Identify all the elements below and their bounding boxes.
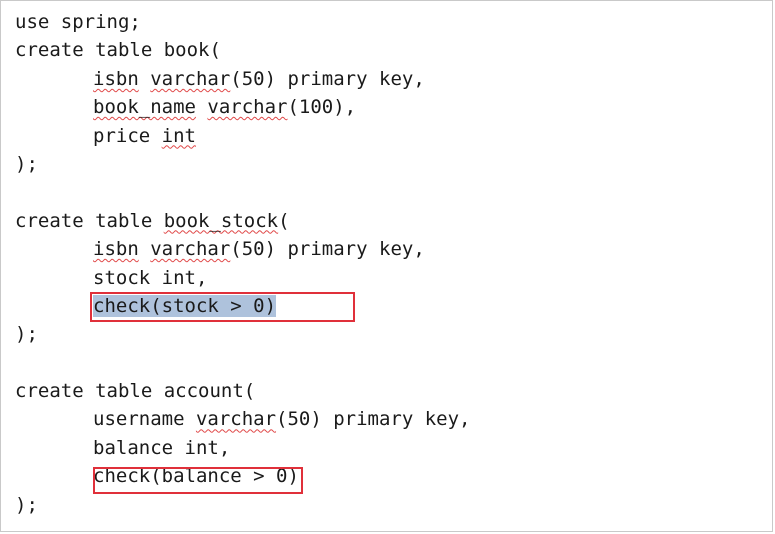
code-token: (50) primary key, xyxy=(230,238,425,261)
code-line[interactable]: create table account( xyxy=(15,377,770,405)
code-token: create table account( xyxy=(15,380,256,403)
code-line-content: isbn varchar(50) primary key, xyxy=(93,68,425,90)
code-token: stock int, xyxy=(93,266,208,289)
code-line-content: check(balance > 0) xyxy=(93,465,299,487)
code-line[interactable]: use spring; xyxy=(15,8,770,36)
code-line-content: ); xyxy=(15,153,38,175)
code-token: create table book( xyxy=(15,39,221,62)
code-line-content: use spring; xyxy=(15,11,141,33)
spellcheck-flagged-token: varchar xyxy=(150,67,231,90)
spellcheck-flagged-token: isbn xyxy=(93,67,139,90)
code-line[interactable]: balance int, xyxy=(15,434,770,462)
code-line[interactable] xyxy=(15,349,770,377)
text-selection: check(stock > 0) xyxy=(93,294,277,317)
code-line-content: create table book( xyxy=(15,39,221,61)
code-line[interactable] xyxy=(15,178,770,206)
code-token: create table xyxy=(15,209,164,232)
code-token: check(stock > 0) xyxy=(93,294,277,317)
spellcheck-flagged-token: book_name xyxy=(93,96,196,119)
code-line[interactable]: stock int, xyxy=(15,264,770,292)
code-line[interactable]: ); xyxy=(15,491,770,519)
code-line-content: isbn varchar(50) primary key, xyxy=(93,238,425,260)
code-line-content: create table account( xyxy=(15,380,255,402)
spellcheck-flagged-token: varchar xyxy=(150,238,231,261)
spellcheck-flagged-token: isbn xyxy=(93,238,139,261)
code-line[interactable]: price int xyxy=(15,122,770,150)
code-line-content: create table book_stock( xyxy=(15,210,290,232)
code-line-content: ); xyxy=(15,323,38,345)
code-line[interactable]: username varchar(50) primary key, xyxy=(15,405,770,433)
code-line[interactable]: create table book_stock( xyxy=(15,207,770,235)
spellcheck-flagged-token: book_stock xyxy=(163,209,279,232)
spellcheck-flagged-token: int xyxy=(161,124,196,147)
spellcheck-flagged-token: varchar xyxy=(207,96,288,119)
sql-code-block[interactable]: use spring; create table book( isbn varcha… xyxy=(15,8,770,519)
code-token: ); xyxy=(15,493,38,516)
code-token: ( xyxy=(278,209,290,232)
code-token: balance int, xyxy=(93,436,231,459)
code-line[interactable]: ); xyxy=(15,320,770,348)
code-token: ); xyxy=(15,323,38,346)
code-token xyxy=(139,68,150,90)
code-token: (100), xyxy=(287,96,357,119)
code-token: ); xyxy=(15,152,38,175)
code-line-content: price int xyxy=(93,125,196,147)
code-line-content: username varchar(50) primary key, xyxy=(93,408,471,430)
code-line-content: ); xyxy=(15,494,38,516)
code-line-content: balance int, xyxy=(93,437,230,459)
code-line-content: book_name varchar(100), xyxy=(93,96,356,118)
code-line[interactable]: check(stock > 0) xyxy=(15,292,770,320)
code-token: check(balance > 0) xyxy=(93,465,299,488)
code-line[interactable]: create table book( xyxy=(15,36,770,64)
spellcheck-flagged-token: varchar xyxy=(195,408,277,431)
code-token: use spring; xyxy=(15,11,141,33)
code-token: price xyxy=(93,124,162,147)
code-token: username xyxy=(93,408,196,431)
code-token: (50) primary key, xyxy=(276,408,471,431)
code-line[interactable]: check(balance > 0) xyxy=(15,462,770,490)
code-line[interactable]: book_name varchar(100), xyxy=(15,93,770,121)
code-token: (50) primary key, xyxy=(230,67,425,90)
code-line-content: stock int, xyxy=(93,267,207,289)
code-line[interactable]: ); xyxy=(15,150,770,178)
code-token xyxy=(196,96,207,118)
code-line[interactable]: isbn varchar(50) primary key, xyxy=(15,65,770,93)
code-token xyxy=(139,238,150,260)
code-line[interactable]: isbn varchar(50) primary key, xyxy=(15,235,770,263)
